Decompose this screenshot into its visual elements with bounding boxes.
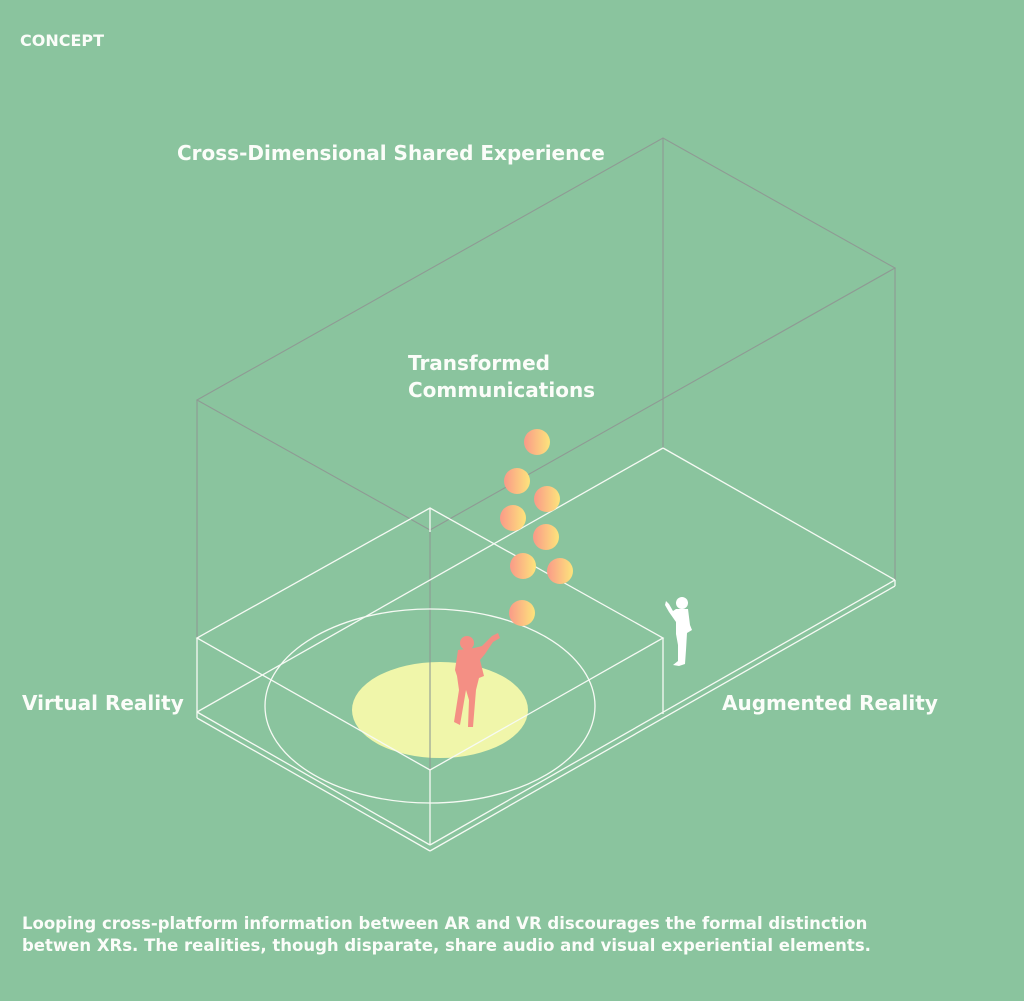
sphere [524, 429, 550, 455]
transformed-communications-label: Transformed Communications [408, 350, 595, 404]
virtual-reality-label: Virtual Reality [22, 691, 184, 715]
sphere [500, 505, 526, 531]
sphere [533, 524, 559, 550]
ar-person-figure [665, 597, 692, 666]
shared-experience-label: Cross-Dimensional Shared Experience [177, 141, 605, 165]
transformed-line2: Communications [408, 378, 596, 402]
vr-boundary-circle [264, 608, 596, 804]
transformed-line1: Transformed [408, 351, 550, 375]
vr-room-box [195, 507, 665, 845]
sphere [534, 486, 560, 512]
caption-line2: betwen XRs. The realities, though dispar… [22, 936, 871, 955]
caption: Looping cross-platform information betwe… [22, 913, 871, 957]
caption-line1: Looping cross-platform information betwe… [22, 914, 868, 933]
vr-spotlight [352, 662, 528, 758]
sphere [547, 558, 573, 584]
communication-spheres [500, 429, 573, 626]
sphere [509, 600, 535, 626]
section-label: CONCEPT [20, 31, 105, 50]
augmented-reality-label: Augmented Reality [722, 691, 938, 715]
vr-person-figure [454, 633, 500, 727]
sphere [510, 553, 536, 579]
sphere [504, 468, 530, 494]
